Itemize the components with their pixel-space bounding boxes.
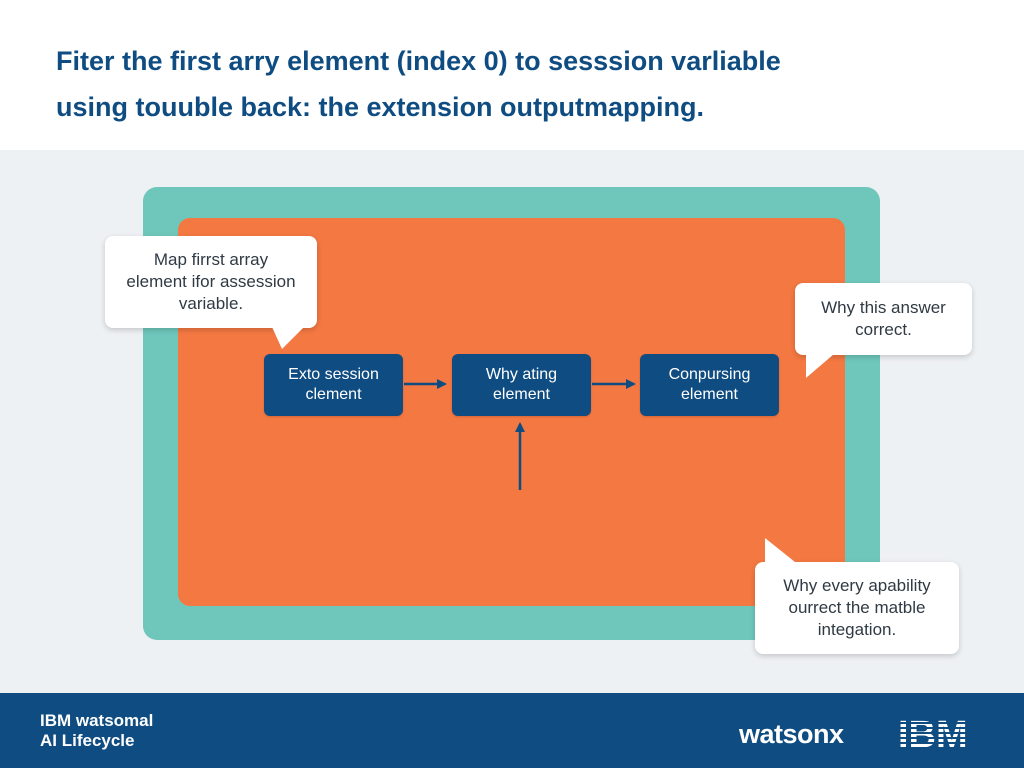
process-node-3-line-1: Conpursing [668, 366, 751, 383]
callout-map-first-element-line-3: variable. [178, 294, 244, 313]
watsonx-logo: watsonx [739, 719, 844, 749]
callout-map-first-element-line-1: Map firrst array [153, 250, 269, 269]
watsonx-logo-text: watsonx [739, 719, 844, 749]
footer-line-2: AI Lifecycle [40, 731, 135, 750]
callout-why-every-capability-line-3: integation. [817, 620, 897, 639]
process-node-1: Exto session clement [264, 354, 403, 416]
callout-map-first-element-tail [272, 327, 304, 349]
process-node-2-line-1: Why ating [485, 366, 558, 383]
title-line-2: using touuble back: the extension output… [56, 92, 704, 122]
callout-why-answer-correct-line-1: Why this answer [821, 298, 946, 317]
callout-why-every-capability: Why every apability ourrect the matble i… [755, 562, 959, 654]
callout-why-answer-correct-line-2: correct. [855, 320, 912, 339]
process-node-2: Why ating element [452, 354, 591, 416]
footer-line-1: IBM watsomal [40, 711, 154, 730]
callout-why-answer-correct: Why this answer correct. [795, 283, 972, 355]
ibm-logo-text: IBM [898, 714, 968, 754]
footer-bar [0, 693, 1024, 768]
ibm-logo: IBM [898, 714, 968, 754]
callout-why-every-capability-tail [765, 538, 795, 562]
process-node-3-line-2: element [681, 386, 738, 403]
callout-map-first-element: Map firrst array element ifor assession … [105, 236, 317, 328]
callout-map-first-element-line-2: element ifor assession [126, 272, 296, 291]
header-band [0, 0, 1024, 150]
callout-why-answer-correct-tail [806, 354, 834, 378]
title-line-1: Fiter the first arry element (index 0) t… [56, 46, 781, 76]
process-node-2-line-2: element [493, 386, 550, 403]
page-title: Fiter the first arry element (index 0) t… [56, 38, 996, 130]
footer-product-name: IBM watsomal AI Lifecycle [40, 711, 153, 751]
process-node-1-line-1: Exto session [288, 366, 379, 383]
process-node-3: Conpursing element [640, 354, 779, 416]
callout-why-every-capability-line-1: Why every apability [783, 576, 931, 595]
callout-why-every-capability-line-2: ourrect the matble [788, 598, 926, 617]
process-node-1-line-2: clement [305, 386, 362, 403]
